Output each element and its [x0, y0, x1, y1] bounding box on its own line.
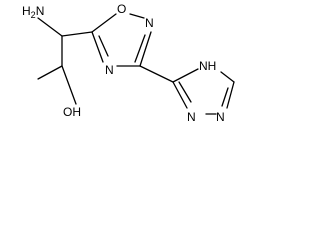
bond-n2-c3-double-inner [134, 34, 146, 63]
bond-n2-c3t-double-inner [178, 81, 192, 103]
bond-n4-c5-double [91, 31, 104, 63]
ring-nitrogen-top-label: N [145, 16, 154, 30]
hydroxyl-label: OH [63, 105, 81, 119]
triazole-nh-n: N [199, 59, 208, 73]
ring-nitrogen-bottom-label: N [105, 63, 114, 77]
bond-n4-c5-double-inner [98, 35, 109, 57]
bond-c2-oh [61, 65, 77, 105]
molecule-drawing: H2N OH O N N NH N N [22, 2, 235, 124]
amine-subscript: 2 [31, 10, 36, 20]
triazole-nh-label: NH [199, 59, 216, 73]
bond-c1-nh2 [37, 17, 63, 37]
triazole-nh-h: H [208, 59, 217, 73]
bond-n2-c3-double [139, 31, 152, 67]
bond-o1-n2 [129, 13, 145, 19]
bond-c3-triazole [139, 65, 174, 83]
ring-oxygen-label: O [117, 2, 126, 16]
amine-n: N [36, 4, 45, 18]
bond-n2-c3t-double [172, 81, 188, 109]
bond-c2-methyl [37, 65, 63, 80]
amine-h: H [22, 4, 31, 18]
bond-c5t-n1-double-inner [221, 87, 229, 107]
bond-c3t-n4h [172, 68, 199, 83]
triazole-n-bottom-right-label: N [216, 110, 225, 124]
bond-n4h-c5t [220, 71, 235, 83]
chemical-structure-diagram: H2N OH O N N NH N N [0, 0, 261, 147]
bond-c1-oxadiazole [61, 31, 93, 37]
bond-c5-o1 [91, 13, 117, 33]
bond-c5t-n1-double [226, 81, 235, 109]
triazole-n-bottom-left-label: N [187, 110, 196, 124]
amine-label: H2N [22, 4, 44, 20]
